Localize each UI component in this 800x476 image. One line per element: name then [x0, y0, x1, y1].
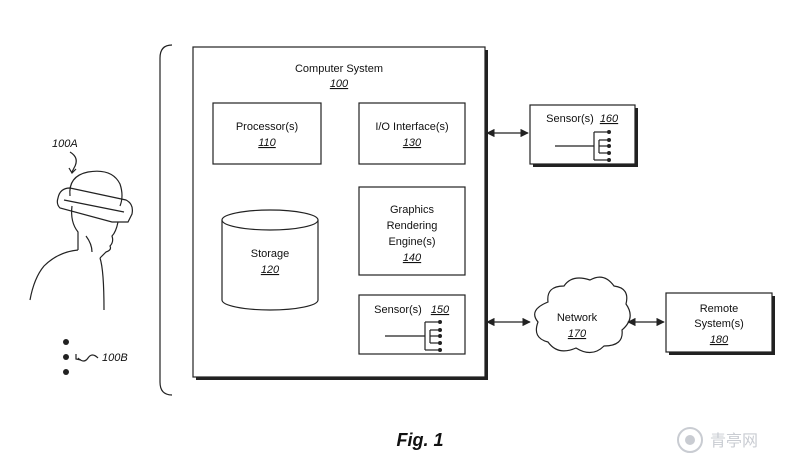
processor-ref: 110	[258, 137, 276, 149]
sensor-icon	[385, 320, 442, 352]
watermark: 青亭网	[677, 427, 758, 453]
sensor-150-ref: 150	[431, 304, 450, 316]
graphics-engine-box: Graphics Rendering Engine(s) 140	[358, 186, 466, 276]
user-100b-marker: 100B	[63, 339, 128, 375]
computer-system-title: Computer System	[295, 63, 383, 75]
leader-line	[69, 151, 77, 173]
io-interface-ref: 130	[403, 137, 422, 149]
user-100a-ref: 100A	[52, 138, 78, 150]
system-brace	[159, 44, 173, 396]
user-100b-ref: 100B	[102, 352, 128, 364]
user-headset-illustration: 100A	[29, 138, 133, 311]
sensor-icon	[555, 130, 611, 162]
graphics-label-line1: Graphics	[390, 204, 435, 216]
network-label: Network	[557, 312, 598, 324]
graphics-ref: 140	[403, 252, 422, 264]
graphics-label-line3: Engine(s)	[388, 236, 435, 248]
network-ref: 170	[568, 328, 587, 340]
remote-system-box: Remote System(s) 180	[665, 292, 775, 355]
sensor-160-label: Sensor(s)	[546, 113, 594, 125]
computer-system-ref: 100	[330, 78, 349, 90]
remote-label-line1: Remote	[700, 303, 739, 315]
remote-label-line2: System(s)	[694, 318, 744, 330]
logo-icon	[677, 427, 703, 453]
graphics-label-line2: Rendering	[387, 220, 438, 232]
network-cloud: Network 170	[534, 276, 631, 354]
figure-caption: Fig. 1	[396, 430, 443, 450]
sensor-150-box: Sensor(s) 150	[358, 294, 466, 355]
remote-ref: 180	[710, 334, 729, 346]
sensor-160-ref: 160	[600, 113, 619, 125]
storage-cylinder: Storage 120	[221, 209, 319, 311]
storage-label: Storage	[251, 248, 290, 260]
io-interface-label: I/O Interface(s)	[375, 121, 448, 133]
watermark-text: 青亭网	[710, 431, 758, 450]
sensor-160-box: Sensor(s) 160	[529, 104, 638, 167]
io-interface-box: I/O Interface(s) 130	[358, 102, 466, 165]
sensor-150-label: Sensor(s)	[374, 304, 422, 316]
processor-box: Processor(s) 110	[212, 102, 322, 165]
storage-ref: 120	[261, 264, 280, 276]
processor-label: Processor(s)	[236, 121, 298, 133]
